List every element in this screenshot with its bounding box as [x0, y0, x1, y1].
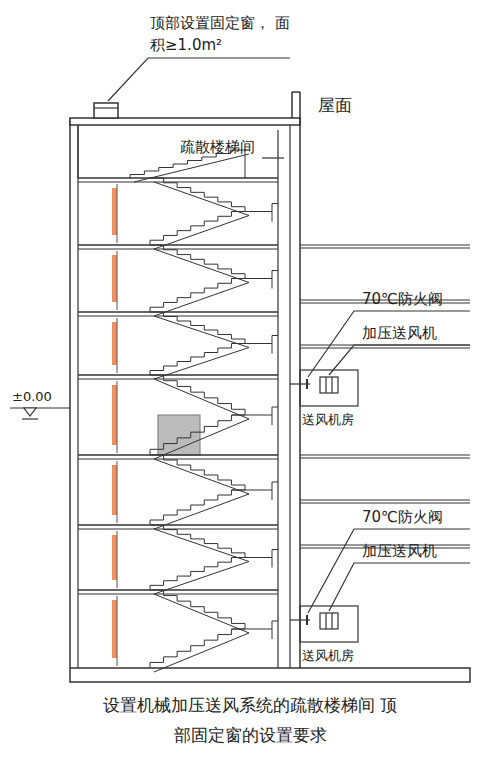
stair-flight — [150, 178, 245, 212]
drawing-line — [78, 316, 278, 317]
stair-flight — [150, 558, 245, 591]
stair-flight — [150, 455, 245, 490]
drawing-line — [154, 562, 249, 595]
stair-flight — [150, 629, 245, 668]
window — [112, 322, 117, 365]
drawing-line — [154, 633, 249, 672]
drawing-line — [154, 182, 249, 216]
stair-flight — [150, 415, 245, 455]
drawing-line — [232, 557, 272, 558]
part-label: 屋面 — [318, 94, 352, 116]
window — [112, 255, 117, 302]
window — [112, 600, 117, 658]
drawing-line — [300, 455, 470, 456]
drawing-line — [272, 271, 273, 289]
window — [112, 188, 117, 235]
drawing-line — [300, 248, 470, 249]
stair-flight — [150, 312, 245, 344]
drawing-line — [272, 204, 273, 222]
drawing-line — [300, 503, 470, 504]
drawing-line — [154, 459, 249, 494]
drawing-line — [78, 249, 278, 250]
drawing-line — [154, 216, 249, 250]
stair-flight — [150, 490, 245, 525]
drawing-line — [272, 621, 273, 639]
drawing-line — [78, 589, 278, 590]
stair-flight — [150, 344, 245, 376]
drawing-line — [117, 596, 118, 666]
drawing-line — [78, 529, 278, 530]
drawing-line — [300, 500, 470, 501]
drawing-line — [300, 245, 470, 246]
drawing-line — [272, 336, 273, 354]
drawing-line — [78, 459, 278, 460]
fan-label: 加压送风机 — [362, 540, 437, 562]
fan-label: 加压送风机 — [362, 322, 437, 344]
room-label: 送风机房 — [302, 645, 354, 667]
drawing-line — [78, 594, 278, 595]
drawing-line — [154, 594, 249, 633]
window — [112, 465, 117, 515]
drawing-line — [272, 550, 273, 568]
drawing-line — [117, 251, 118, 310]
drawing-line — [232, 278, 272, 279]
drawing-line — [272, 203, 278, 204]
window — [112, 385, 117, 445]
drawing-line — [272, 549, 278, 550]
drawing-line — [232, 343, 272, 344]
window — [112, 535, 117, 580]
drawing-line — [154, 494, 249, 529]
drawing-line — [272, 270, 278, 271]
drawing-line — [78, 182, 278, 183]
valve-label: 70℃防火阀 — [362, 288, 443, 310]
drawing-line — [300, 458, 470, 459]
drawing-line — [117, 381, 118, 453]
drawing-line — [232, 629, 272, 630]
figure-caption: 设置机械加压送风系统的疏散楼梯间 顶部固定窗的设置要求 — [100, 690, 400, 750]
drawing-line — [117, 184, 118, 243]
drawing-line — [78, 177, 278, 178]
drawing-line — [154, 529, 249, 562]
drawing-line — [232, 490, 272, 491]
drawing-line — [272, 621, 278, 622]
stair-flight — [150, 525, 245, 558]
stair-flight — [150, 245, 245, 279]
drawing-line — [78, 311, 278, 312]
drawing-line — [300, 348, 470, 349]
drawing-line — [78, 379, 278, 380]
drawing-line — [272, 407, 278, 408]
drawing-line — [117, 318, 118, 373]
drawing-line — [78, 454, 278, 455]
drawing-line — [232, 211, 272, 212]
drawing-line — [117, 531, 118, 588]
drawing-line — [272, 335, 278, 336]
drawing-line — [272, 482, 278, 483]
drawing-line — [154, 379, 249, 419]
drawing-line — [154, 348, 249, 380]
stair-flight — [150, 375, 245, 415]
room-label: 送风机房 — [302, 409, 354, 431]
part-label: 疏散楼梯间 — [180, 136, 255, 158]
callout-note: 顶部设置固定窗， 面积≥1.0m² — [150, 12, 300, 56]
drawing-line — [154, 419, 249, 459]
stair-flight — [150, 212, 245, 246]
drawing-line — [154, 249, 249, 283]
drawing-line — [154, 316, 249, 348]
stair-flight — [150, 279, 245, 313]
valve-label: 70℃防火阀 — [362, 506, 443, 528]
drawing-line — [78, 524, 278, 525]
drawing-line — [232, 415, 272, 416]
stair-flight — [150, 590, 245, 629]
drawing-line — [154, 283, 249, 317]
drawing-line — [78, 374, 278, 375]
drawing-line — [300, 345, 470, 346]
drawing-line — [272, 407, 273, 425]
level-mark: ±0.00 — [12, 386, 52, 408]
drawing-line — [272, 482, 273, 500]
drawing-line — [117, 461, 118, 523]
drawing-line — [78, 244, 278, 245]
